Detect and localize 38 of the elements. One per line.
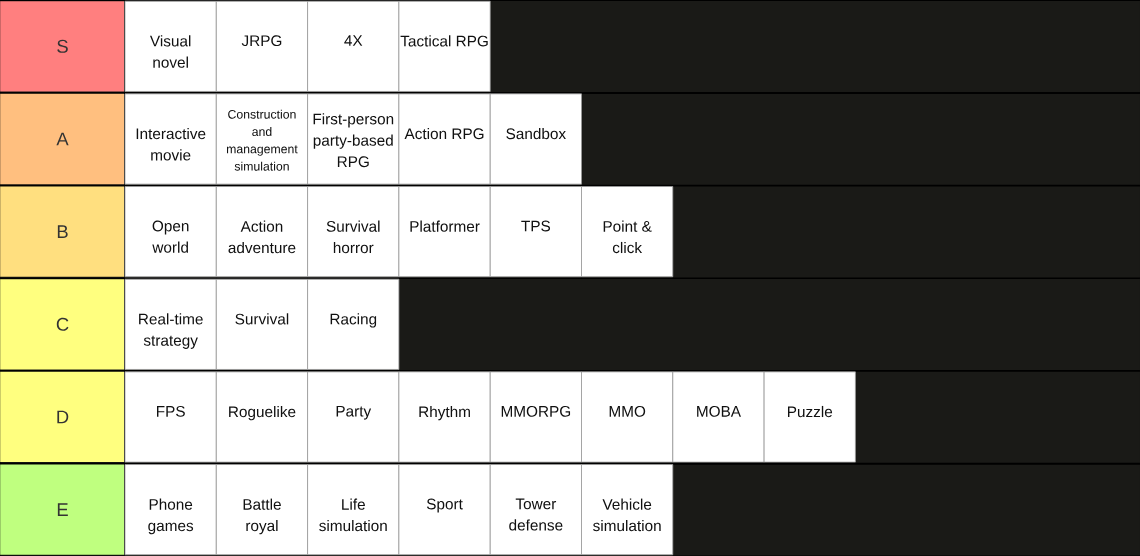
genre-cell: First-person party-based RPG xyxy=(307,93,400,185)
tier-label: D xyxy=(0,371,124,463)
genre-cell: MMO xyxy=(581,371,674,463)
genre-cell: Construction and management simulation xyxy=(215,93,308,185)
genre-cell: Point & click xyxy=(581,186,674,278)
tier-label: E xyxy=(0,464,124,555)
genre-cell: Platformer xyxy=(398,186,491,278)
genre-cell: Sandbox xyxy=(489,93,582,185)
genre-cell: Life simulation xyxy=(307,464,400,556)
genre-cell: 4X xyxy=(307,0,400,92)
tier-label: A xyxy=(0,93,124,185)
genre-cell: Party xyxy=(307,371,400,463)
genre-cell: Real-time strategy xyxy=(124,278,217,370)
genre-cell: Phone games xyxy=(124,464,217,556)
genre-cell: Puzzle xyxy=(763,371,856,463)
genre-cell: TPS xyxy=(489,186,582,278)
genre-cell: Action adventure xyxy=(215,186,308,278)
genre-cell: FPS xyxy=(124,371,217,463)
genre-cell: MMORPG xyxy=(489,371,582,463)
genre-cell: Racing xyxy=(307,278,400,370)
genre-cell: Visual novel xyxy=(124,0,217,92)
tier-label: B xyxy=(0,186,124,277)
genre-cell: Interactive movie xyxy=(124,93,217,185)
genre-cell: Tower defense xyxy=(489,464,582,556)
genre-cell: MOBA xyxy=(672,371,765,463)
genre-cell: Survival horror xyxy=(307,186,400,278)
genre-cell: Survival xyxy=(215,278,308,370)
genre-cell: Tactical RPG xyxy=(398,0,491,92)
genre-cell: Sport xyxy=(398,464,491,556)
genre-cell: Vehicle simulation xyxy=(581,464,674,556)
genre-cell: JRPG xyxy=(215,0,308,92)
genre-cell: Action RPG xyxy=(398,93,491,185)
genre-cell: Battle royal xyxy=(215,464,308,556)
genre-cell: Rhythm xyxy=(398,371,491,463)
genre-cell: Open world xyxy=(124,186,217,278)
tier-label: C xyxy=(0,279,124,370)
genre-cell: Roguelike xyxy=(215,371,308,463)
tier-label: S xyxy=(0,1,124,92)
